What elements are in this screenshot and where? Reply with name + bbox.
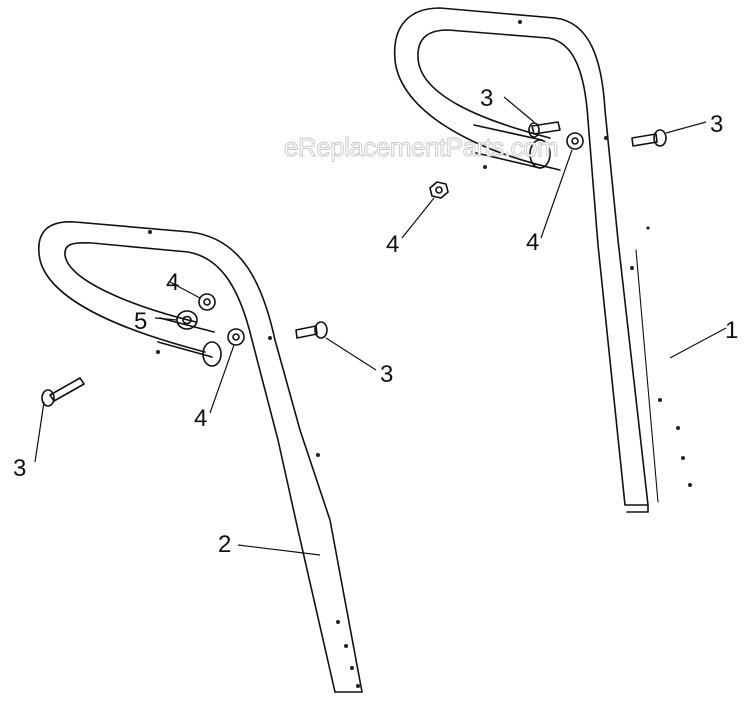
callout-5: 5	[134, 308, 147, 335]
callout-3c: 3	[380, 361, 393, 388]
washer-4c	[198, 293, 216, 311]
bolt-3c	[295, 321, 328, 339]
leader-lines	[34, 96, 727, 556]
bolt-3b	[631, 129, 667, 147]
callout-4a: 4	[526, 229, 539, 256]
callout-labels: 1 2 3 3 3 3 4 4 4 4 5	[13, 85, 738, 558]
callout-4d: 4	[194, 405, 207, 432]
callout-3d: 3	[13, 455, 26, 482]
washer-4a	[566, 132, 584, 150]
watermark-text: eReplacementParts.com	[284, 132, 558, 162]
callout-1: 1	[725, 317, 738, 344]
callout-2: 2	[218, 531, 231, 558]
handle-part-1	[393, 7, 692, 513]
bolt-3a	[528, 121, 561, 138]
callout-4c: 4	[166, 269, 179, 296]
washer-4d	[227, 328, 245, 346]
callout-3a: 3	[480, 85, 493, 112]
nut-4b	[429, 181, 449, 199]
callout-4b: 4	[386, 231, 399, 258]
bolt-3d	[41, 377, 85, 407]
handle-part-2	[38, 221, 363, 693]
callout-3b: 3	[710, 111, 723, 138]
